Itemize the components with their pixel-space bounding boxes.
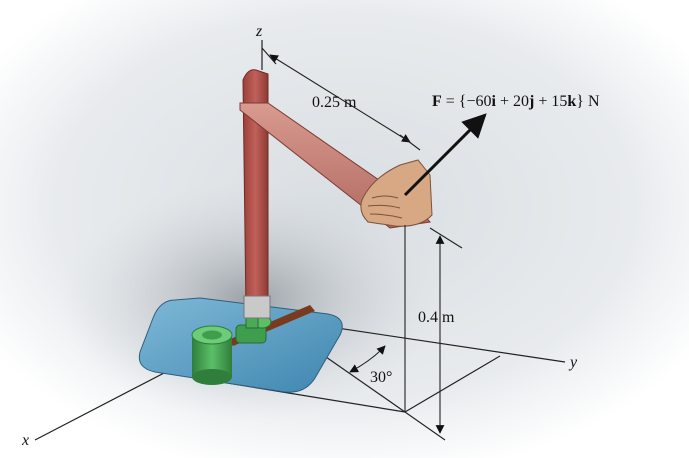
angle-arc: [349, 345, 386, 373]
force-symbol: F: [432, 93, 442, 110]
base-pad: [138, 297, 343, 393]
projection-line-3: [404, 355, 501, 413]
height-label: 0.4 m: [418, 309, 455, 326]
force-k: k: [567, 93, 576, 110]
force-arrow: [403, 113, 487, 197]
y-axis-label: y: [568, 354, 578, 371]
arm-length-label: 0.25 m: [312, 94, 357, 111]
vertical-post: [242, 69, 271, 319]
green-cylinder: [191, 325, 233, 385]
hand: [360, 159, 433, 227]
force-unit: } N: [576, 93, 600, 110]
angle-label: 30°: [370, 369, 392, 386]
force-plus-20: + 20: [496, 93, 529, 110]
force-j: j: [528, 93, 534, 110]
dimension-0-4: [404, 225, 463, 441]
z-axis-label: z: [255, 23, 263, 40]
force-equation: F = {−60i + 20j + 15k} N: [432, 93, 600, 110]
dimension-0-25: [261, 47, 421, 151]
x-axis-label: x: [21, 432, 29, 449]
force-plus-15: + 15: [534, 93, 567, 110]
force-equals: = {−60: [442, 93, 492, 110]
force-i: i: [492, 93, 497, 110]
